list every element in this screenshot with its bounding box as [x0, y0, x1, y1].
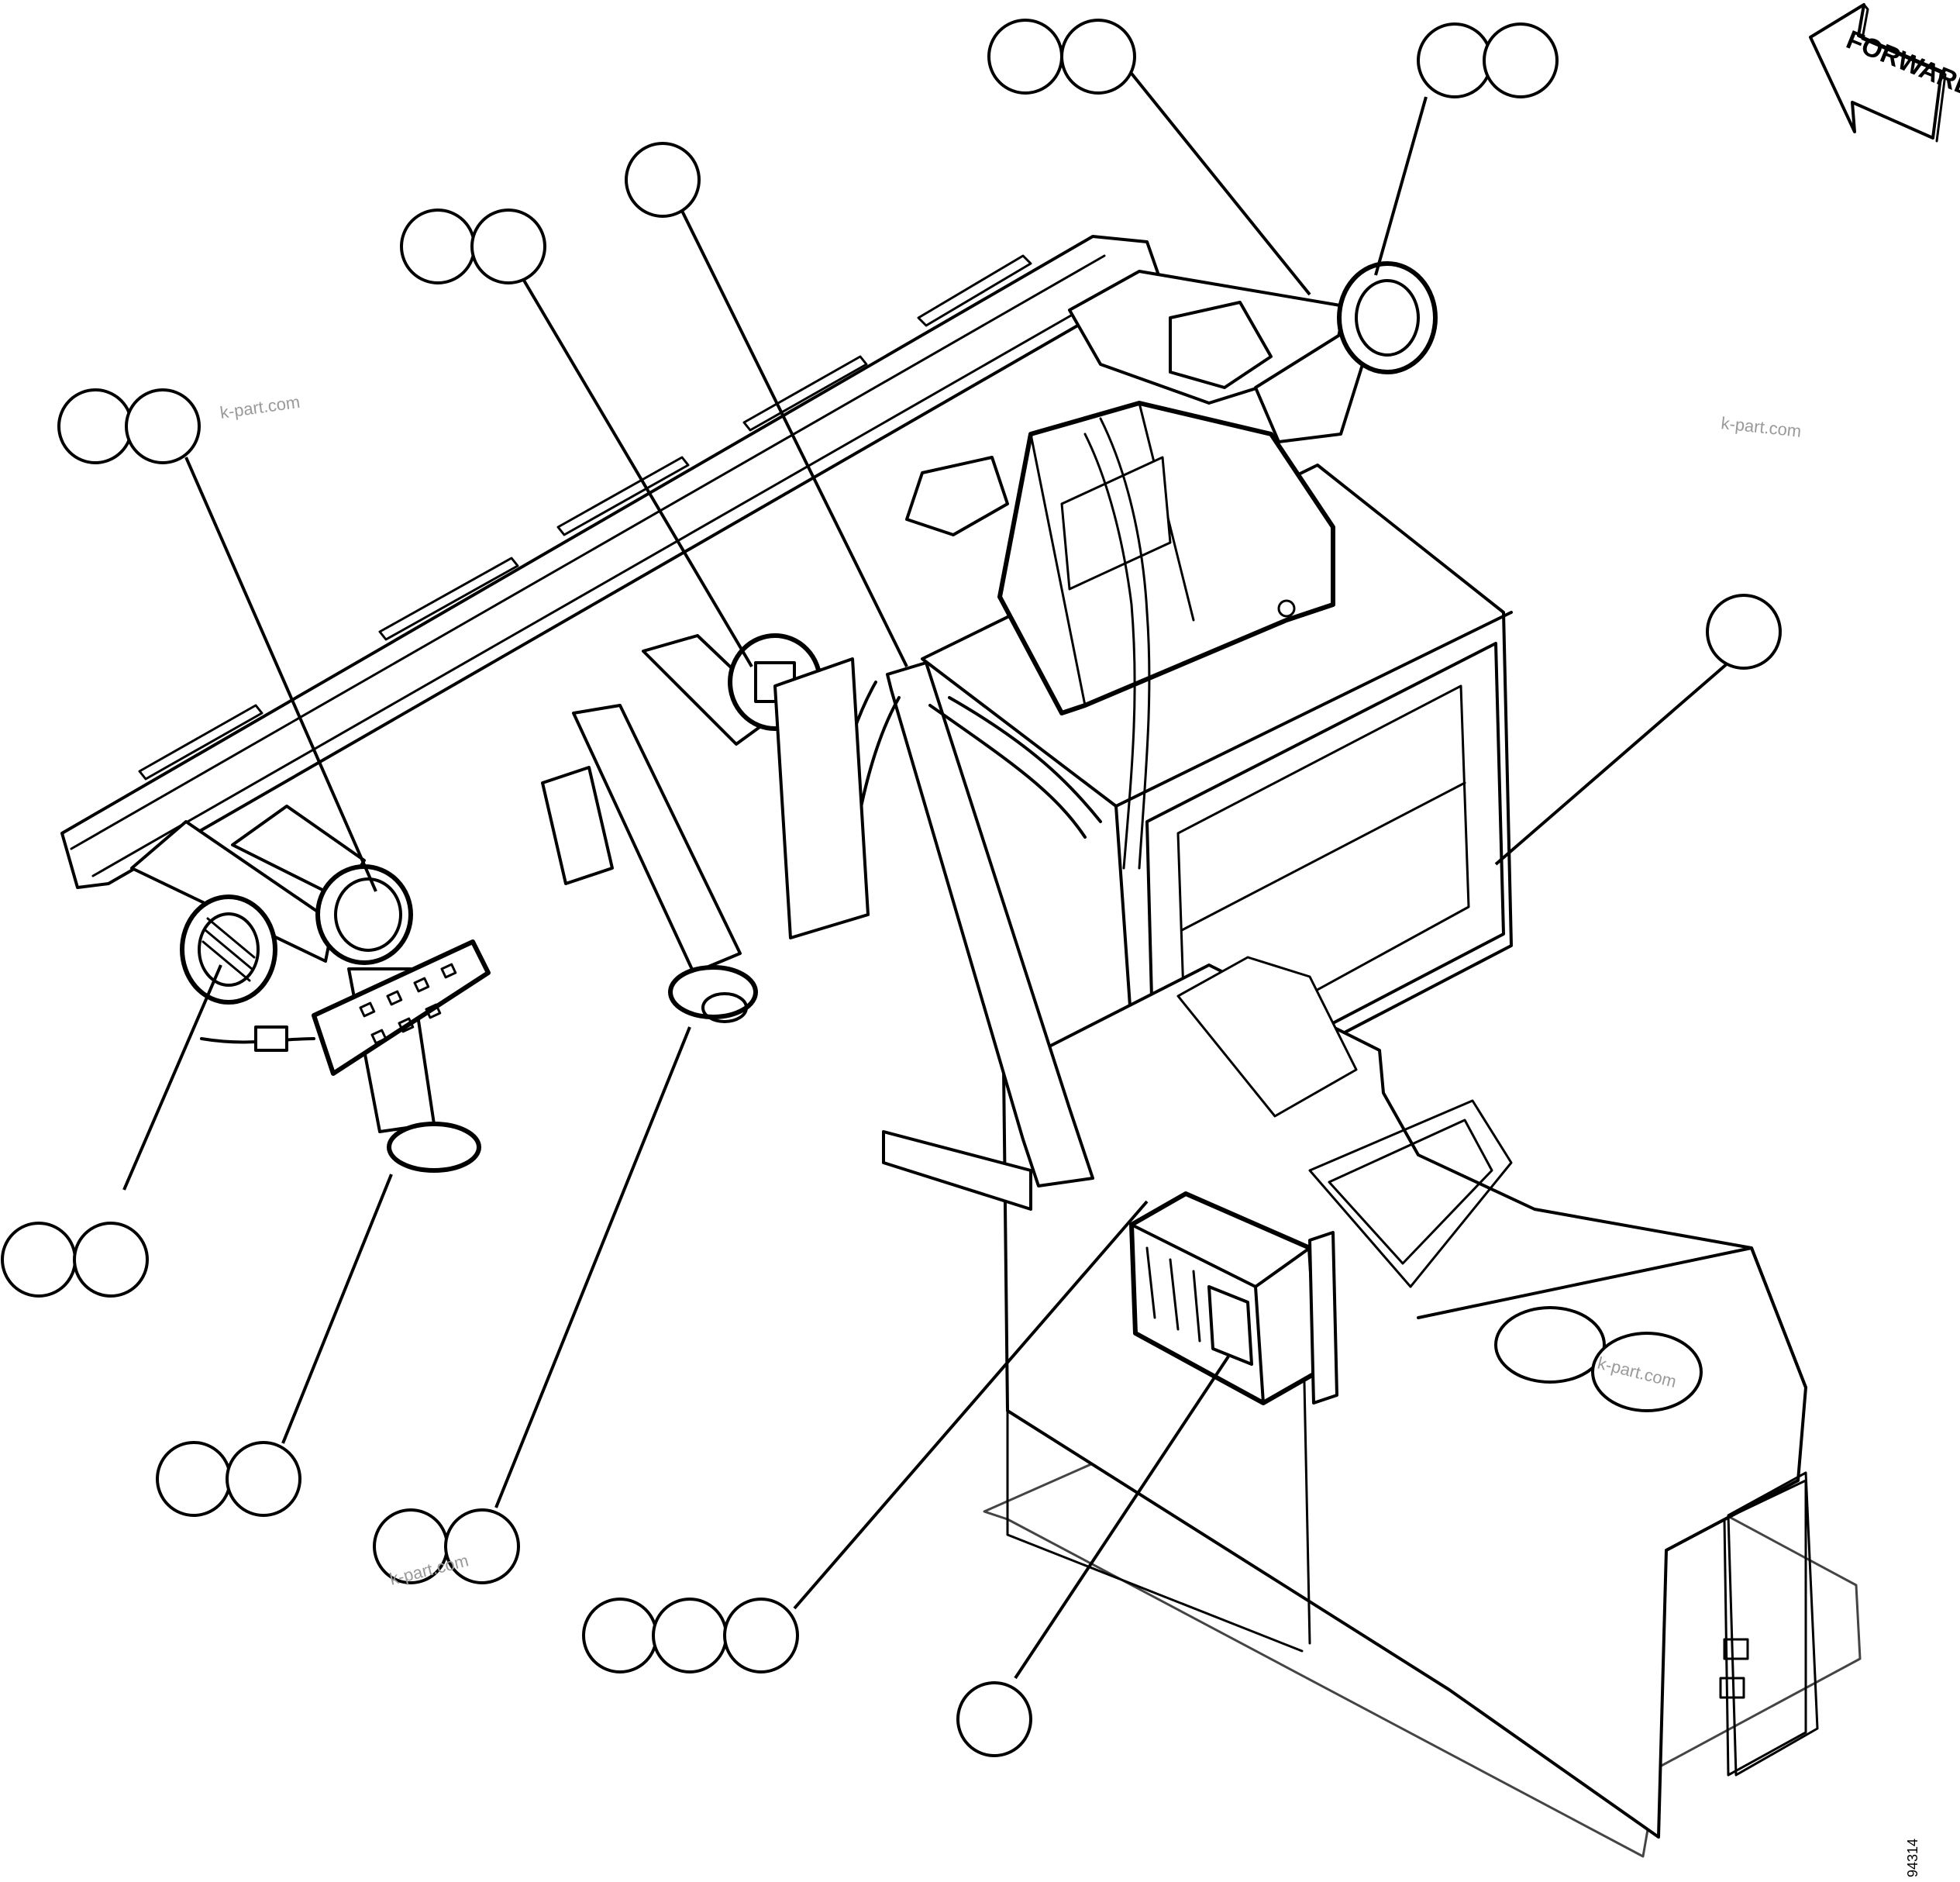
callout-4a — [400, 209, 476, 284]
callout-5a — [57, 388, 133, 464]
watermark-2: k-part.com — [1720, 413, 1802, 441]
callout-3 — [625, 142, 701, 218]
actuator-upper — [541, 301, 1273, 939]
callout-7a — [1, 1222, 77, 1298]
callout-6 — [1706, 594, 1782, 670]
callout-10b — [652, 1598, 728, 1673]
figure-number: 94314 — [1905, 1839, 1920, 1877]
callout-8a — [156, 1441, 232, 1517]
forward-arrow-icon: FORWARD — [1809, 3, 1960, 143]
vent-upper-right — [1337, 261, 1438, 374]
control-module — [1129, 1191, 1338, 1405]
mounting-bracket — [882, 1130, 1032, 1211]
callout-10a — [582, 1598, 658, 1673]
callout-1a — [987, 19, 1063, 95]
callout-5b — [125, 388, 201, 464]
vent-lower-center — [668, 965, 758, 1023]
callout-7b — [73, 1222, 149, 1298]
heater-box — [921, 401, 1513, 1141]
control-panel — [200, 939, 491, 1076]
center-console — [983, 956, 1862, 1858]
callout-11 — [956, 1681, 1032, 1757]
callout-9b — [444, 1508, 520, 1584]
vent-lower-left — [387, 1122, 481, 1173]
vent-left-outer — [180, 894, 277, 1005]
callout-10c — [723, 1598, 799, 1673]
vent-left-inner — [315, 864, 413, 965]
dashboard-beam — [60, 235, 1160, 889]
leader-lines — [122, 53, 1730, 1680]
watermark-1: k-part.com — [219, 392, 301, 422]
callout-2b — [1483, 22, 1559, 98]
callout-1b — [1060, 19, 1136, 95]
callout-4b — [470, 209, 546, 284]
callout-2a — [1417, 22, 1493, 98]
callout-balloons — [1, 19, 1782, 1757]
callout-8b — [226, 1441, 301, 1517]
